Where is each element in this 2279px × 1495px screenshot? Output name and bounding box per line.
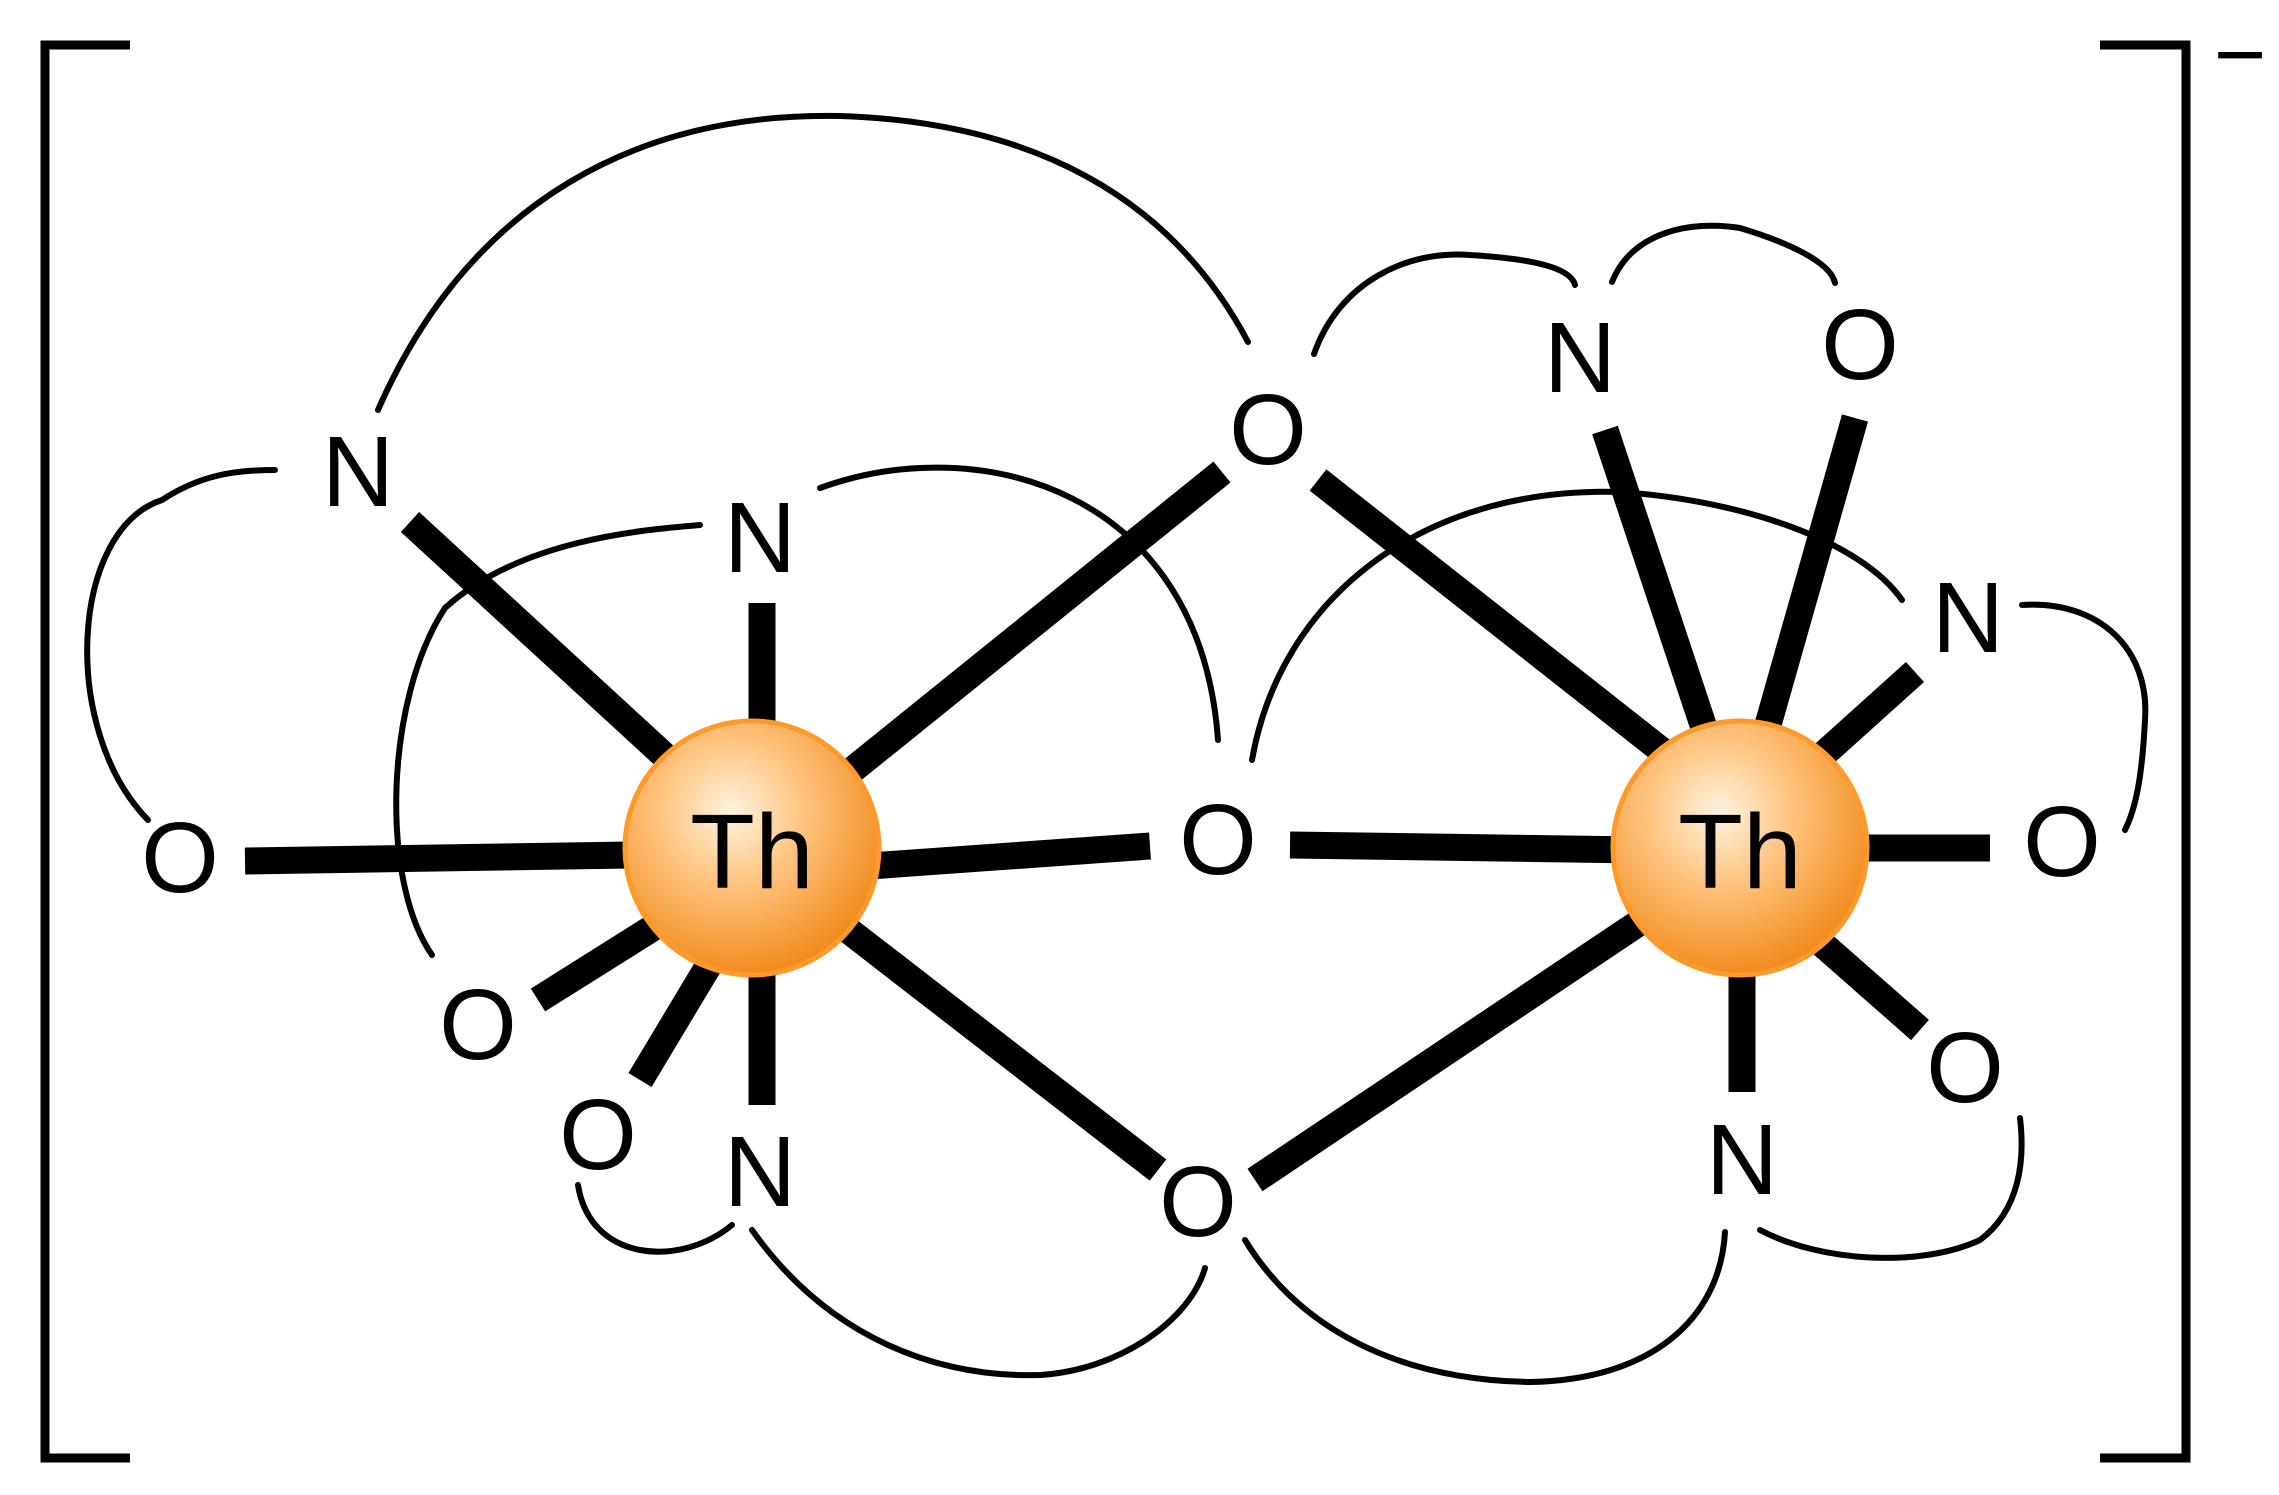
bond-th1-o-bridge-middle xyxy=(869,832,1151,880)
atom-o-right-top: O xyxy=(1821,289,1899,401)
arc-n-right-bottom-to-o-right-lower xyxy=(1757,1115,2025,1261)
left-bracket xyxy=(40,40,130,1463)
atom-o-left-lower1: O xyxy=(439,969,517,1081)
bond-th2-o-bridge-top xyxy=(1309,469,1689,776)
bond-th2-o-right-lower xyxy=(1803,924,1929,1041)
arc-n-left-top-to-o-bridge-top xyxy=(375,112,1251,413)
arc-n-left-center-to-o-bridge-middle xyxy=(817,464,1221,743)
thorium-label-2: Th xyxy=(1678,793,1802,911)
arc-o-left-lower2-to-n-left-bottom xyxy=(575,1182,735,1255)
bond-th2-o-bridge-middle xyxy=(1289,831,1641,864)
coordination-bonds xyxy=(244,414,1990,1192)
thorium-sphere-1 xyxy=(622,718,882,978)
atom-o-left: O xyxy=(141,802,219,914)
atom-n-left-bottom: N xyxy=(724,1116,796,1228)
thorium-label-1: Th xyxy=(690,793,814,911)
atom-n-right-bottom: N xyxy=(1706,1104,1778,1216)
bond-th1-o-left xyxy=(244,841,631,875)
atom-n-left-center: N xyxy=(724,482,796,594)
bond-th1-o-left-lower2 xyxy=(628,943,730,1087)
bond-th1-o-left-lower1 xyxy=(530,905,678,1012)
atom-n-left-top: N xyxy=(322,416,394,528)
thorium-center-1: Th xyxy=(622,718,882,978)
bond-th1-o-bridge-bottom xyxy=(839,919,1167,1181)
arc-n-right-top-to-o-right-top xyxy=(1609,222,1838,286)
bond-th2-o-bridge-bottom xyxy=(1247,900,1663,1192)
arc-o-bridge-top-to-n-right-top xyxy=(1311,251,1578,357)
thorium-center-2: Th xyxy=(1610,718,1870,978)
atom-o-bridge-middle: O xyxy=(1179,784,1257,896)
donor-atoms: N N N O O O O O O N O N O O N xyxy=(141,289,2101,1258)
bond-th2-o-right-top xyxy=(1745,414,1868,764)
arc-o-bridge-bottom-to-n-right-bottom xyxy=(1242,1229,1728,1386)
atom-o-left-lower2: O xyxy=(559,1079,637,1191)
atom-o-right: O xyxy=(2023,786,2101,898)
bond-th1-o-bridge-top xyxy=(831,461,1231,791)
bond-th2-n-right-top xyxy=(1592,425,1731,775)
bond-th1-n-left-top xyxy=(400,512,690,780)
arc-n-right-mid-to-o-right xyxy=(2019,601,2149,833)
atom-o-bridge-top: O xyxy=(1229,374,1307,486)
atom-o-bridge-bottom: O xyxy=(1159,1146,1237,1258)
arc-n-left-bottom-to-o-bridge-bottom xyxy=(749,1227,1208,1379)
thorium-sphere-2 xyxy=(1610,718,1870,978)
bond-th2-n-right-mid xyxy=(1805,661,1925,773)
charge-sign: − xyxy=(2214,5,2267,105)
right-bracket xyxy=(2100,40,2191,1463)
arc-o-left-to-n-left-top xyxy=(84,467,278,823)
atom-o-right-lower: O xyxy=(1926,1012,2004,1124)
atom-n-right-top: N xyxy=(1544,302,1616,414)
atom-n-right-mid: N xyxy=(1932,562,2004,674)
